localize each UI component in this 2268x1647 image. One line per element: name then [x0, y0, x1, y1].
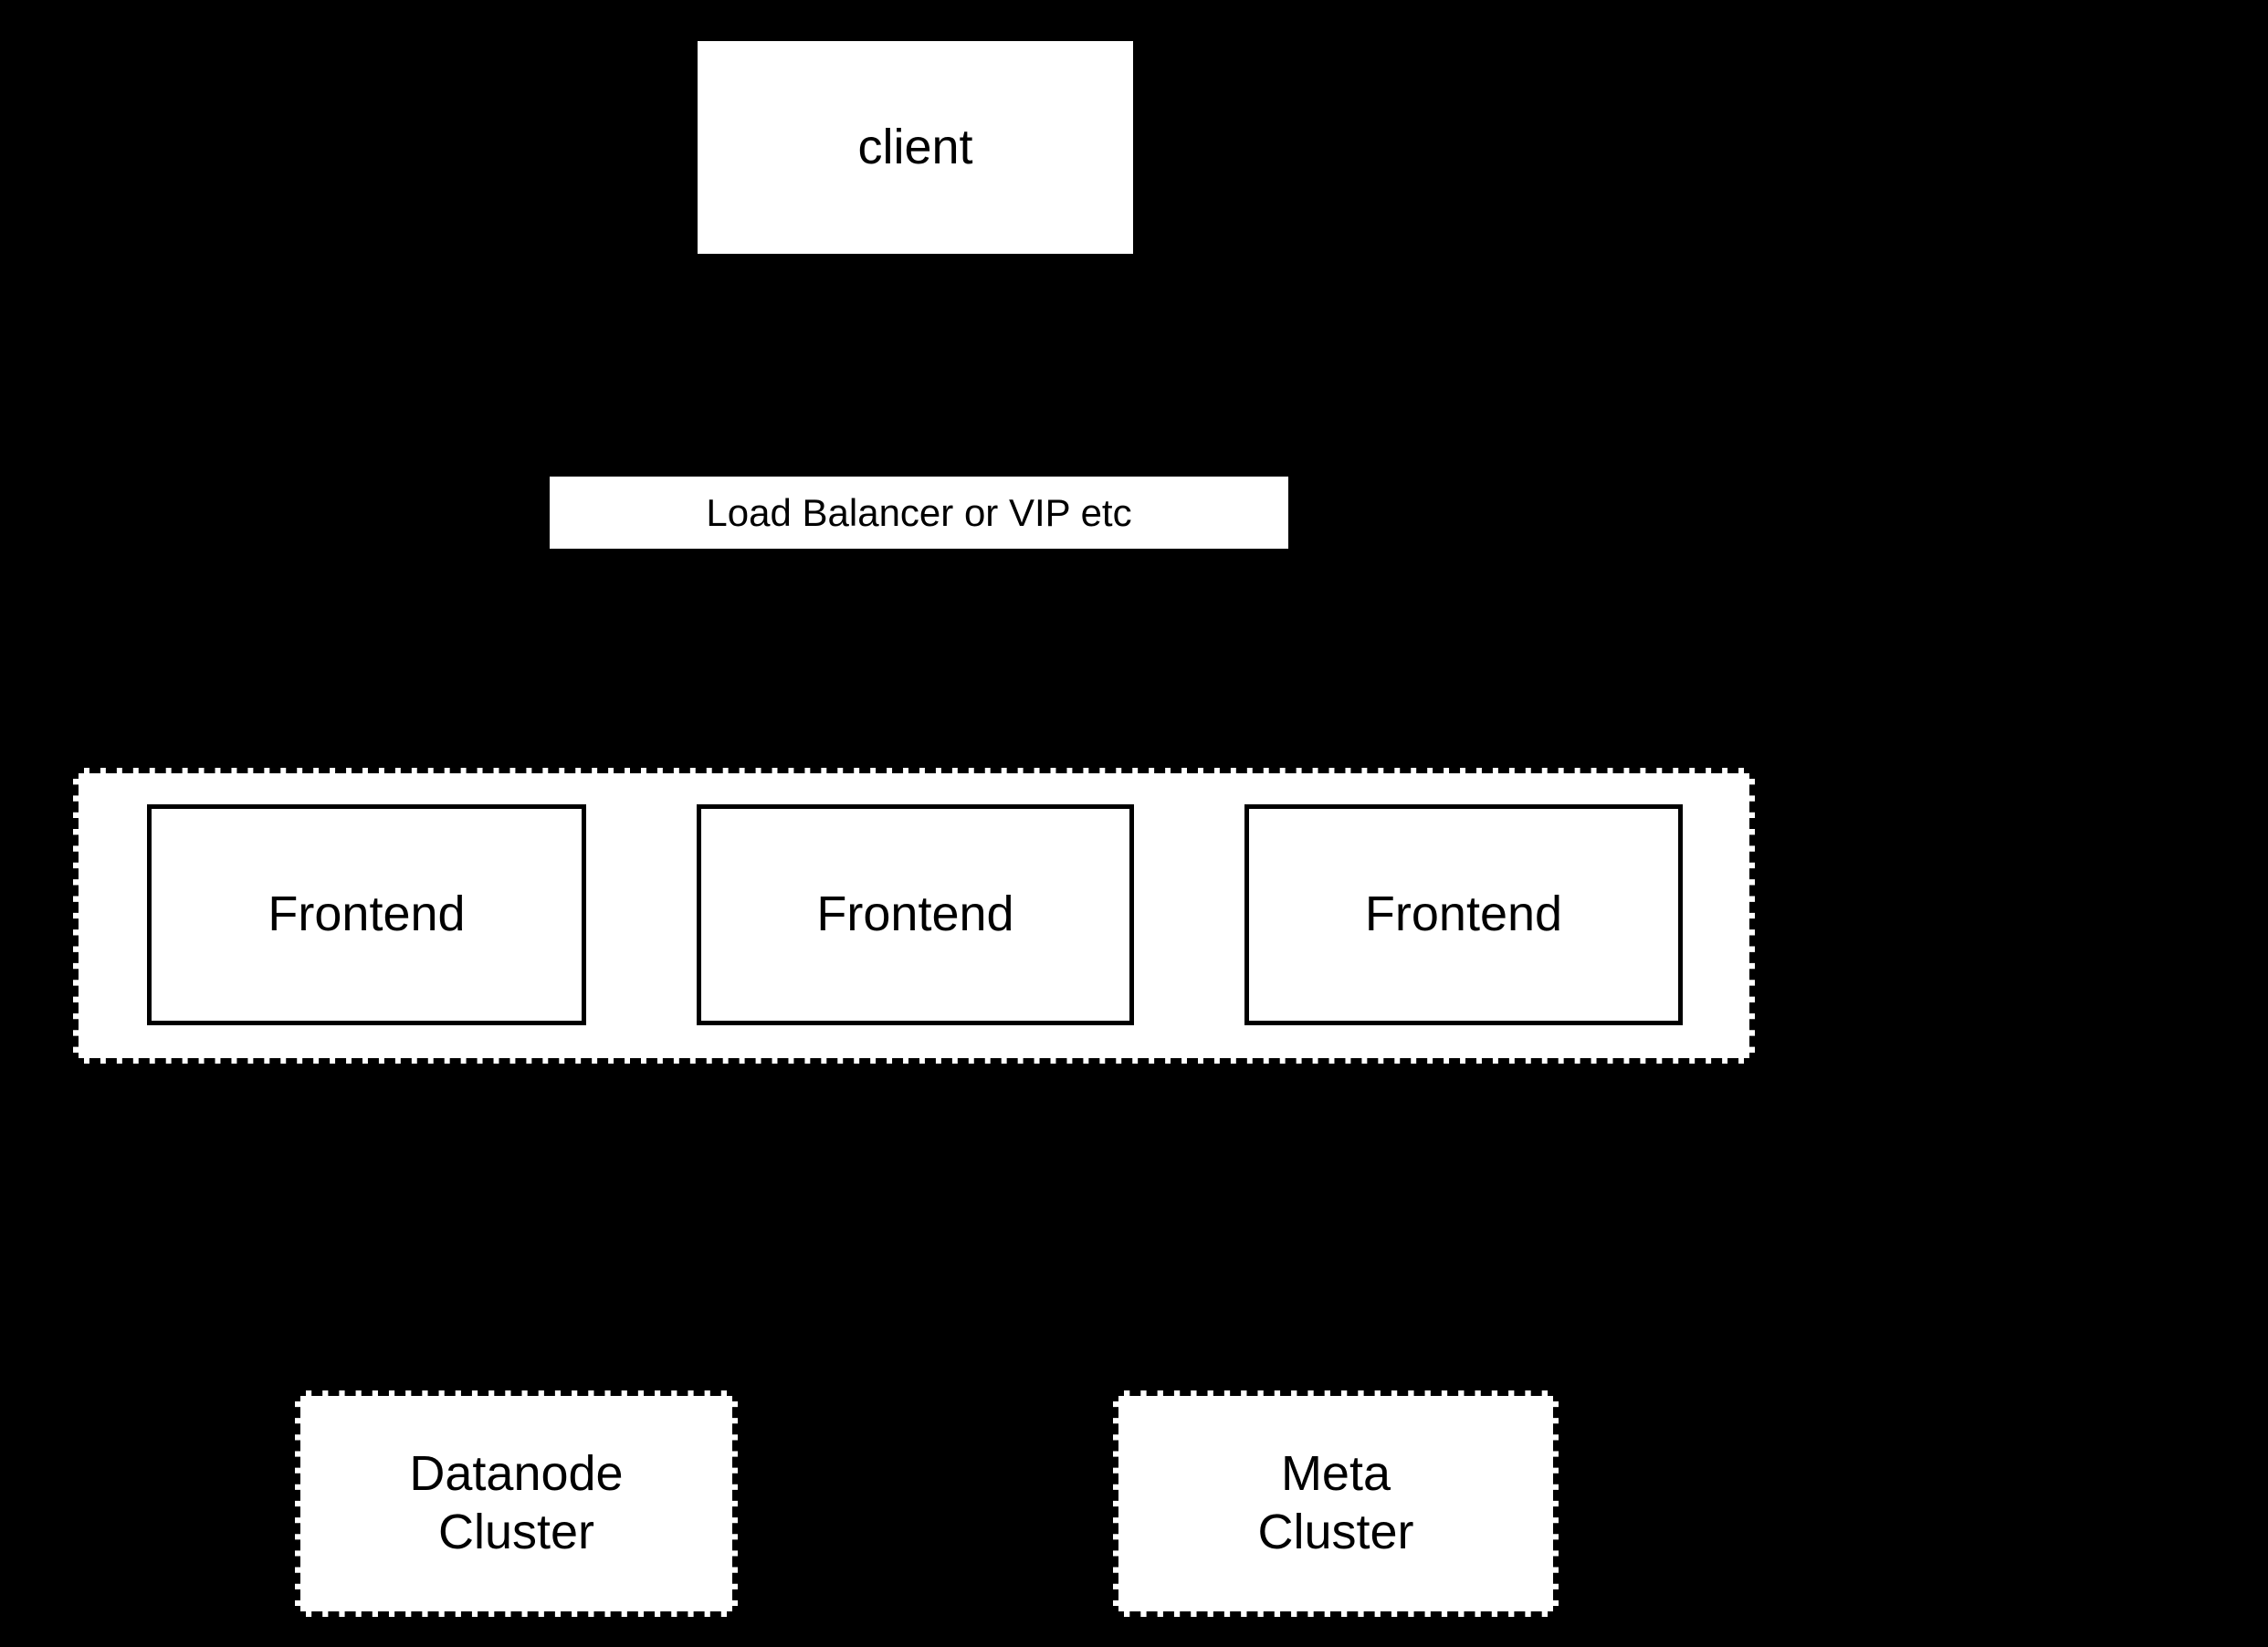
- edge-client-to-load-balancer: [913, 254, 917, 477]
- node-meta-cluster[interactable]: Meta Cluster: [1113, 1390, 1559, 1617]
- node-client[interactable]: client: [698, 41, 1133, 254]
- node-frontend-2[interactable]: Frontend: [697, 804, 1134, 1025]
- edge-frontend-group-to-datanode-cluster: [514, 1064, 518, 1390]
- node-load-balancer[interactable]: Load Balancer or VIP etc: [550, 477, 1288, 549]
- node-client-label: client: [857, 119, 973, 174]
- node-frontend-2-label: Frontend: [816, 886, 1014, 942]
- edge-frontend-group-to-meta-cluster: [1334, 1064, 1338, 1390]
- node-datanode-cluster[interactable]: Datanode Cluster: [295, 1390, 738, 1617]
- node-datanode-cluster-label: Datanode Cluster: [409, 1446, 624, 1559]
- node-meta-cluster-label: Meta Cluster: [1257, 1446, 1414, 1559]
- node-frontend-3-label: Frontend: [1364, 886, 1563, 942]
- node-frontend-1[interactable]: Frontend: [147, 804, 586, 1025]
- node-frontend-3[interactable]: Frontend: [1244, 804, 1683, 1025]
- edge-load-balancer-to-frontend-group: [913, 549, 917, 768]
- node-load-balancer-label: Load Balancer or VIP etc: [706, 490, 1132, 534]
- node-frontend-1-label: Frontend: [268, 886, 466, 942]
